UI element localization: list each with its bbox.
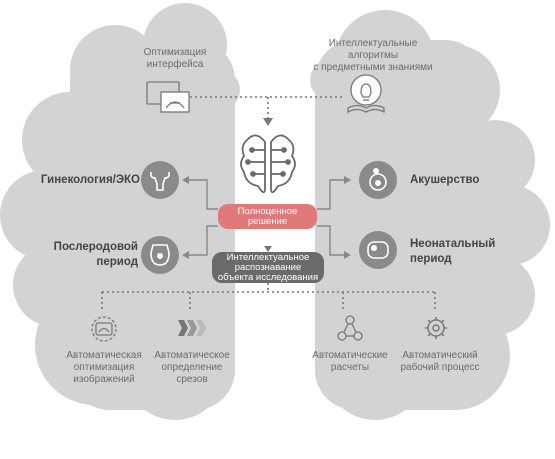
arrow-right-neonatal-icon [344, 251, 351, 259]
obstetrics-label: Акушерство [410, 174, 480, 186]
monitor-icon [146, 81, 190, 113]
auto-slice-detection-label: Автоматическое определение срезов [154, 350, 230, 385]
intelligent-algorithms-label: Интеллектуальные алгоритмы с предметными… [313, 38, 433, 73]
side-connectors [188, 179, 345, 256]
arrow-down-to-recognition-icon [264, 246, 272, 252]
neonatal-label: Неонатальный период [410, 238, 496, 265]
uterus-icon [141, 161, 179, 199]
auto-image-optimization-label: Автоматическая оптимизация изображений [66, 350, 142, 385]
arrow-down-to-brain-icon [263, 118, 273, 126]
image-optimization-icon [91, 316, 117, 342]
postpartum-icon [141, 236, 179, 274]
arrow-left-postpartum-icon [182, 251, 189, 259]
arrow-right-obstetrics-icon [344, 176, 351, 184]
left-cloud [0, 3, 240, 420]
postpartum-label: Послеродовой период [53, 241, 138, 268]
gynecology-label: Гинекология/ЭКО [40, 174, 140, 186]
brain-icon [240, 134, 296, 194]
complete-solution-pill: Полноценное решение [218, 204, 317, 229]
auto-calculations-label: Автоматические расчеты [312, 350, 388, 373]
calculations-icon [337, 315, 363, 341]
slice-detection-icon [178, 320, 206, 336]
auto-workflow-label: Автоматический рабочий процесс [400, 350, 480, 373]
top-connector [190, 96, 343, 118]
interface-optimization-label: Оптимизация интерфейса [143, 47, 207, 70]
pregnancy-icon [359, 161, 397, 199]
lightbulb-book-icon [347, 74, 385, 114]
workflow-gear-icon [425, 317, 447, 339]
arrow-left-gynecology-icon [182, 176, 189, 184]
right-cloud [310, 10, 550, 420]
intelligent-recognition-pill: Интеллектуальное распознавание объекта и… [212, 252, 324, 283]
baby-icon [359, 231, 397, 269]
